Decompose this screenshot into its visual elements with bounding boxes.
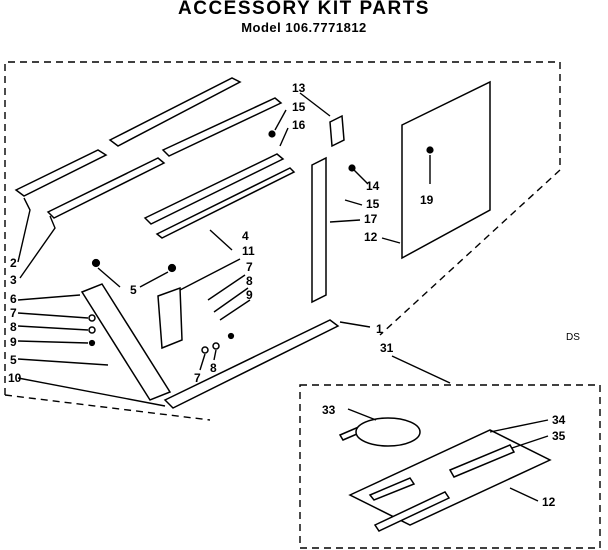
- part-17-post: [311, 156, 327, 304]
- part-33-loop: [355, 417, 421, 447]
- callout-16: 16: [292, 118, 306, 132]
- screw-5a: [91, 258, 101, 268]
- callout-8b: 8: [210, 361, 217, 375]
- callout-13: 13: [292, 81, 306, 95]
- washer-7a: [88, 314, 96, 322]
- callout-15a: 15: [292, 100, 306, 114]
- callout-6: 6: [10, 292, 17, 306]
- callout-7c: 7: [246, 260, 253, 274]
- leader-lines: [17, 92, 549, 502]
- callout-4: 4: [242, 229, 249, 243]
- washer-8b: [212, 342, 220, 350]
- part-12-rail: [373, 491, 451, 532]
- callout-3: 3: [10, 273, 17, 287]
- callout-14: 14: [366, 179, 380, 193]
- callout-17: 17: [364, 212, 378, 226]
- part-11-clamp: [157, 286, 183, 350]
- callout-11: 11: [242, 244, 255, 258]
- callout-10: 10: [8, 371, 22, 385]
- screw-15: [268, 130, 276, 138]
- part-10-rail: [163, 319, 340, 409]
- callout-9a: 9: [10, 335, 17, 349]
- part-3-strip: [46, 97, 283, 219]
- callout-7a: 7: [10, 306, 17, 320]
- kit-boundary: [4, 61, 561, 395]
- diagram-title: ACCESSORY KIT PARTS: [178, 0, 430, 19]
- kit-boundary-bottom: [4, 394, 211, 421]
- nut-9b: [227, 332, 235, 340]
- callout-19: 19: [420, 193, 434, 207]
- nut-9a: [88, 339, 96, 347]
- part-6-support: [80, 283, 172, 401]
- callout-31: 31: [380, 341, 394, 355]
- callout-7b: 7: [194, 371, 201, 385]
- screw-19: [426, 146, 434, 154]
- diagram-code: DS: [566, 332, 580, 343]
- callout-2: 2: [10, 256, 17, 270]
- callout-9b: 9: [246, 288, 253, 302]
- screw-5b: [167, 263, 177, 273]
- washer-8a: [88, 326, 96, 334]
- callout-33: 33: [322, 403, 336, 417]
- callout-15b: 15: [366, 197, 380, 211]
- callout-12a: 12: [364, 230, 378, 244]
- callout-1: 1: [376, 322, 383, 336]
- washer-7b: [201, 346, 209, 354]
- model-number: Model 106.7771812: [241, 20, 367, 35]
- part-2-bar: [14, 77, 242, 197]
- part-34-block: [368, 477, 416, 501]
- screw-14: [348, 164, 356, 172]
- callout-8c: 8: [246, 274, 253, 288]
- callout-35: 35: [552, 429, 566, 443]
- callout-5a: 5: [10, 353, 17, 367]
- part-13-bracket: [329, 114, 345, 148]
- part-35-block: [448, 444, 516, 478]
- inset-boundary: [299, 384, 601, 549]
- callout-5b: 5: [130, 283, 137, 297]
- part-19-panel: [401, 80, 491, 260]
- part-4-strip: [143, 153, 296, 239]
- callout-12b: 12: [542, 495, 556, 509]
- callout-8a: 8: [10, 320, 17, 334]
- callout-34: 34: [552, 413, 566, 427]
